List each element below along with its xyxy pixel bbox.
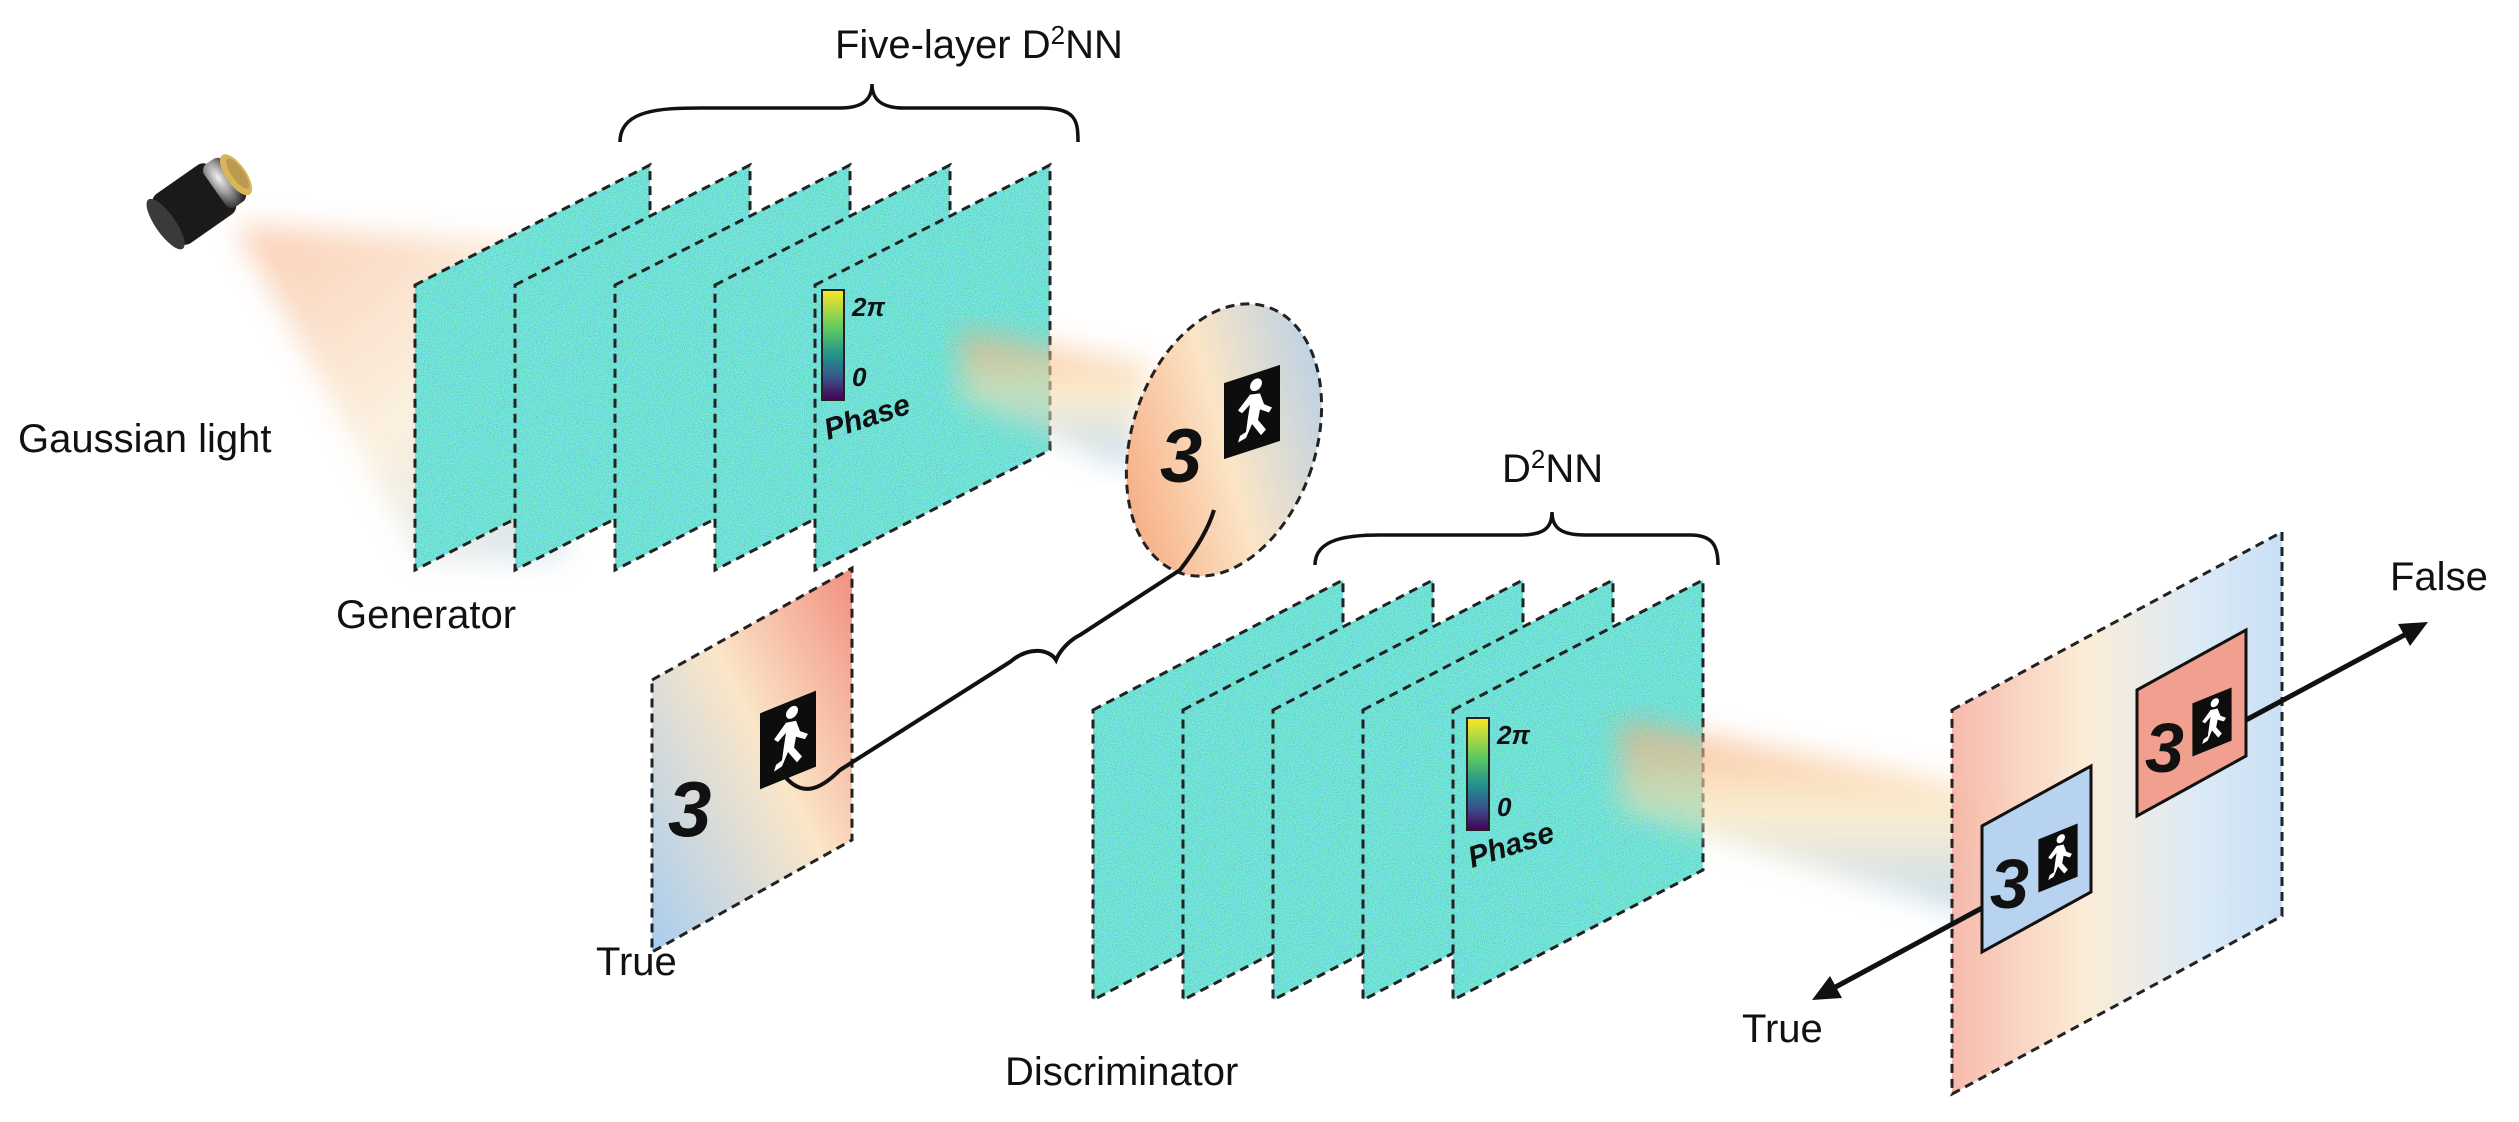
true-detector-digit: 3 [1990, 845, 2029, 923]
real-digit: 3 [668, 765, 711, 853]
five-layer-label: Five-layer D2NN [835, 20, 1123, 67]
discriminator-layer-5 [1451, 577, 1705, 1003]
output-plane: 3 3 [1950, 529, 2284, 1097]
generator-label: Generator [336, 593, 516, 637]
five-layer-brace [618, 83, 1080, 143]
input-connector [778, 509, 1216, 791]
generator-output-beam [960, 330, 1150, 470]
colorbar-min-label: 0 [1497, 792, 1512, 822]
colorbar-min-label: 0 [852, 362, 867, 392]
discriminator-label: Discriminator [1005, 1050, 1238, 1094]
false-detector-digit: 3 [2145, 709, 2184, 787]
false-output-label: False [2390, 555, 2488, 599]
false-detector: 3 [2135, 627, 2248, 819]
true-left-label: True [596, 940, 677, 984]
colorbar-max-label: 2π [1496, 720, 1530, 750]
d2nn-label: D2NN [1502, 444, 1603, 491]
generator-colorbar: 2π 0 Phase [820, 289, 914, 447]
generator-layer-5 [813, 162, 1052, 573]
real-sample-card: 3 [650, 565, 854, 955]
generated-digit: 3 [1160, 414, 1202, 499]
objective-lens-icon [146, 154, 253, 250]
discriminator-output-beam [1620, 720, 1990, 920]
generator-layers [413, 162, 1052, 573]
gaussian-light-label: Gaussian light [18, 417, 271, 461]
true-output-label: True [1742, 1007, 1823, 1051]
discriminator-layers [1091, 577, 1705, 1003]
true-arrow [1812, 905, 1984, 1000]
false-arrow [2244, 622, 2428, 723]
colorbar-max-label: 2π [851, 292, 885, 322]
d2nn-brace [1313, 511, 1720, 566]
generated-sample-ellipse: 3 [1124, 302, 1324, 578]
